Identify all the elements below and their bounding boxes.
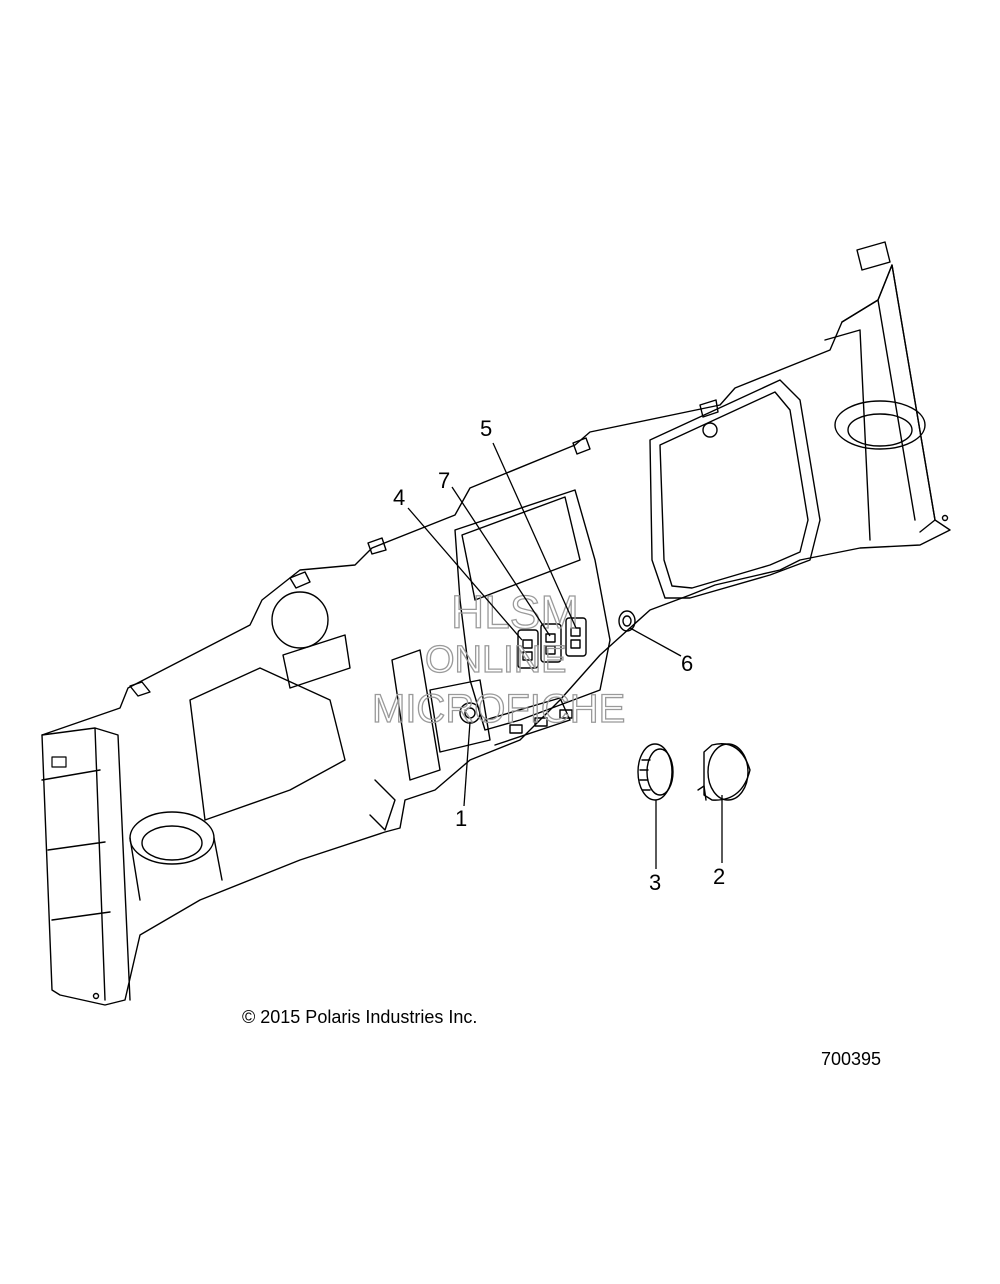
left-bolt: [92, 992, 100, 1000]
leader-6: [629, 627, 682, 657]
watermark-line-3: MICROFICHE: [372, 687, 625, 731]
watermark-line-1: HLSM: [451, 586, 579, 638]
switch-7: [540, 623, 562, 663]
right-end-cap: [824, 264, 936, 541]
top-tab-1: [129, 681, 151, 697]
top-tab-2: [289, 571, 311, 589]
leader-5: [492, 442, 577, 629]
gauge-2: [703, 743, 751, 801]
left-end-cap: [41, 727, 131, 1001]
watermark: HLSM ONLINE MICROFICHE: [371, 585, 626, 731]
switch-5: [565, 617, 587, 657]
switch-4: [517, 629, 539, 669]
leader-lines: [407, 442, 723, 869]
left-tab: [51, 756, 67, 768]
power-socket-6: [618, 610, 636, 632]
callout-4: 4: [393, 485, 405, 510]
watermark-line-2: ONLINE: [425, 639, 566, 681]
callout-6: 6: [681, 651, 693, 676]
callout-3: 3: [649, 870, 661, 895]
illustration-number: 700395: [821, 1049, 882, 1069]
center-console: [454, 489, 611, 731]
bezel-ring-3: [637, 743, 673, 801]
leader-1: [463, 721, 471, 807]
right-cupholder: [834, 400, 926, 450]
glovebox-frame: [649, 379, 821, 599]
dash-panel-outline: [41, 264, 951, 1006]
callout-7: 7: [438, 468, 450, 493]
callout-1: 1: [455, 806, 467, 831]
callouts: 1 2 3 4 5 6 7: [393, 416, 725, 895]
top-tab-5: [699, 399, 719, 418]
top-tab-4: [572, 437, 591, 455]
top-tab-3: [367, 537, 387, 555]
leader-7: [451, 486, 551, 637]
copyright-notice: © 2015 Polaris Industries Inc.: [242, 1007, 478, 1027]
left-pocket: [189, 667, 346, 821]
gauge-opening: [461, 496, 581, 601]
callout-5: 5: [480, 416, 492, 441]
callout-2: 2: [713, 864, 725, 889]
leader-4: [407, 507, 523, 641]
